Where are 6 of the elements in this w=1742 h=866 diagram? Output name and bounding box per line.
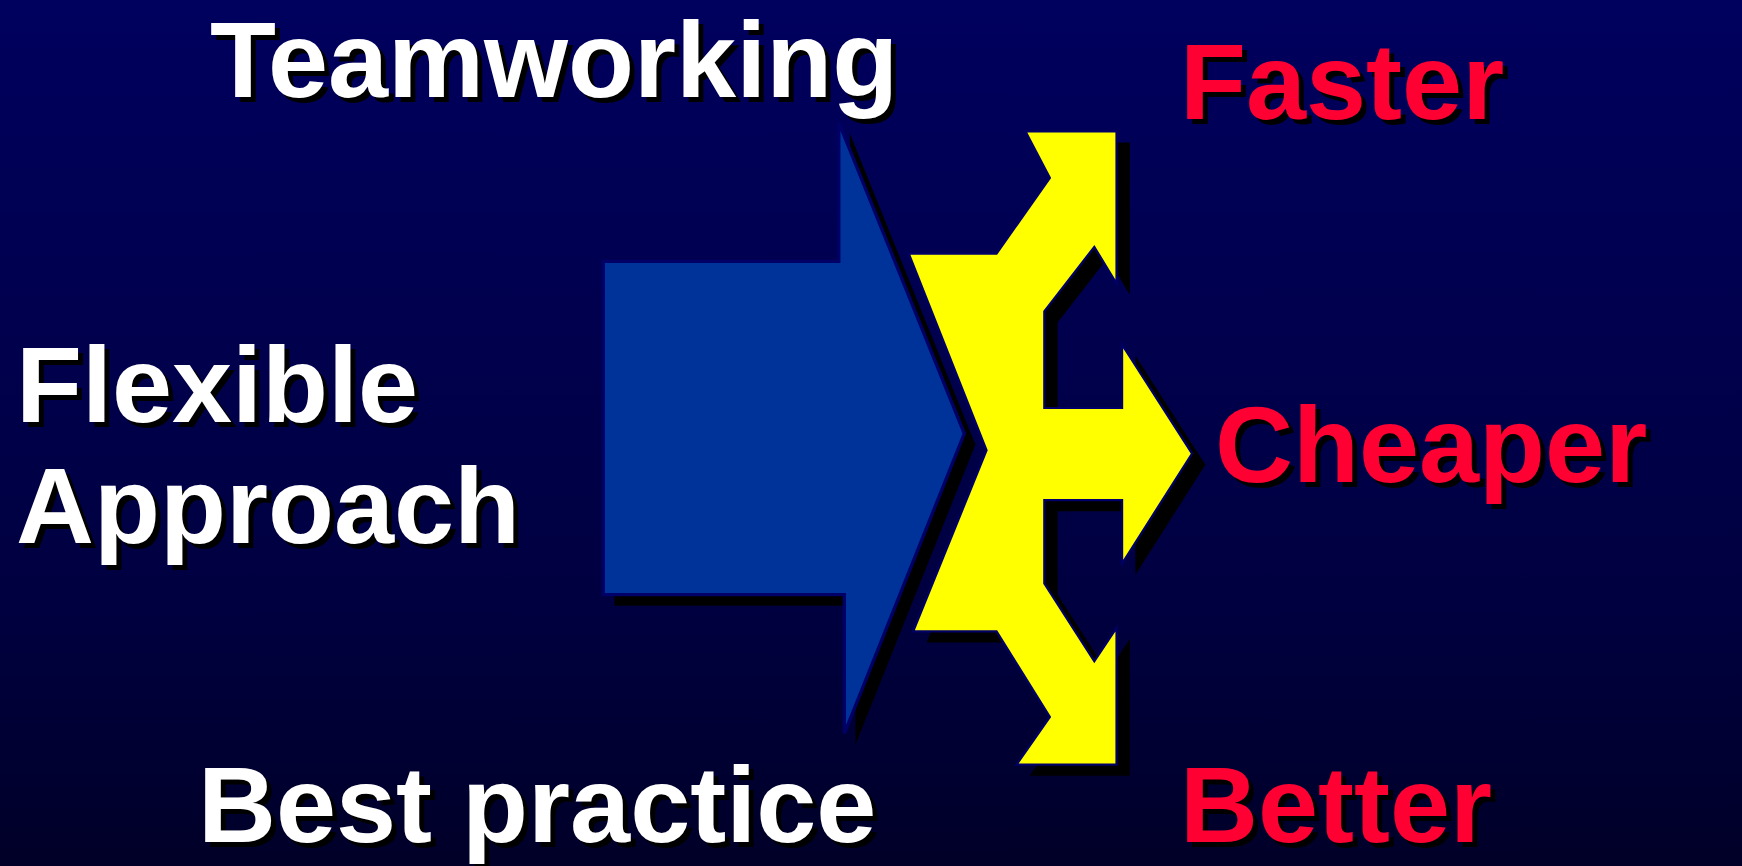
slide-text: Faster xyxy=(1180,22,1505,143)
slide-text: Teamworking xyxy=(210,0,899,121)
slide-text: Cheaper xyxy=(1215,385,1648,506)
slide-text: Better xyxy=(1180,745,1493,866)
slide-text: Best practice xyxy=(198,745,877,866)
slide-text: Flexible Approach xyxy=(16,325,522,567)
